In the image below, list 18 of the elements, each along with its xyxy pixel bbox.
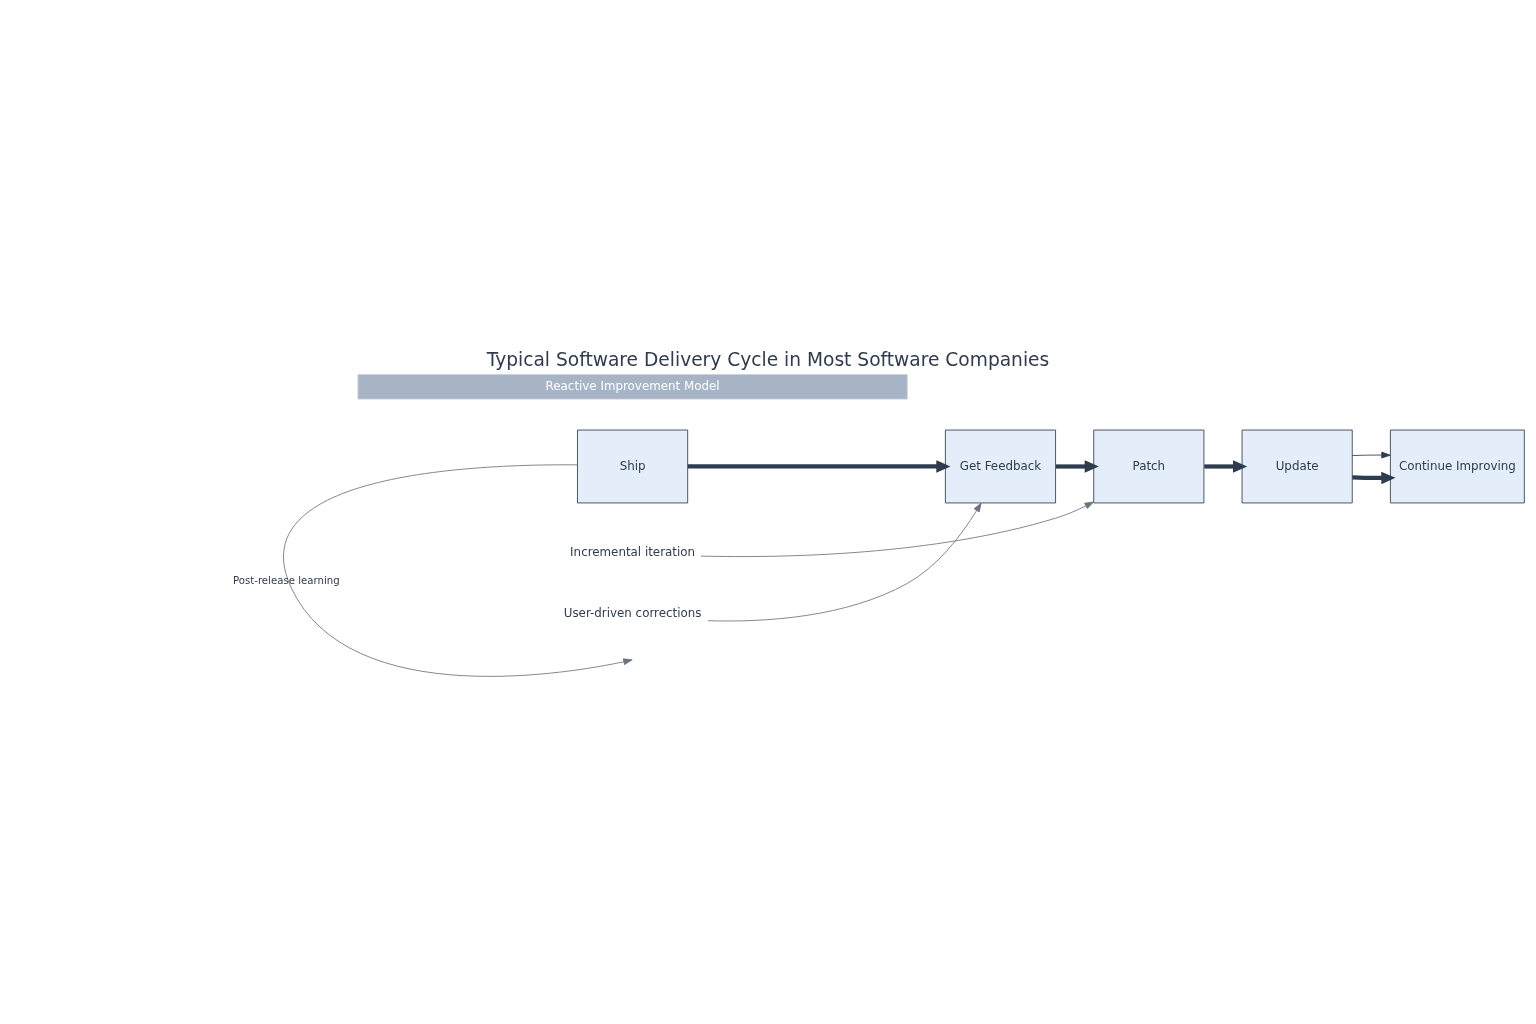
- arrow: [283, 464, 633, 677]
- arrow: [687, 460, 951, 473]
- node-box: Ship: [577, 429, 689, 504]
- arrow: [1351, 451, 1391, 459]
- node-box: Continue Improving: [1389, 429, 1525, 504]
- node-text: Incremental iteration: [570, 545, 696, 560]
- node-box: Reactive Improvement Model: [357, 374, 908, 400]
- node-text: User-driven corrections: [563, 606, 702, 621]
- diagram-title: Typical Software Delivery Cycle in Most Software Companies: [486, 348, 1050, 370]
- node-box: Update: [1241, 429, 1353, 504]
- arrow: [700, 501, 1094, 557]
- edge-label: Post-release learning: [233, 575, 340, 587]
- node-box: Patch: [1093, 429, 1205, 504]
- arrow: [1204, 460, 1248, 473]
- node-box: Get Feedback: [944, 429, 1056, 504]
- arrow: [707, 502, 982, 622]
- arrow: [1055, 460, 1099, 473]
- arrow: [1352, 471, 1396, 485]
